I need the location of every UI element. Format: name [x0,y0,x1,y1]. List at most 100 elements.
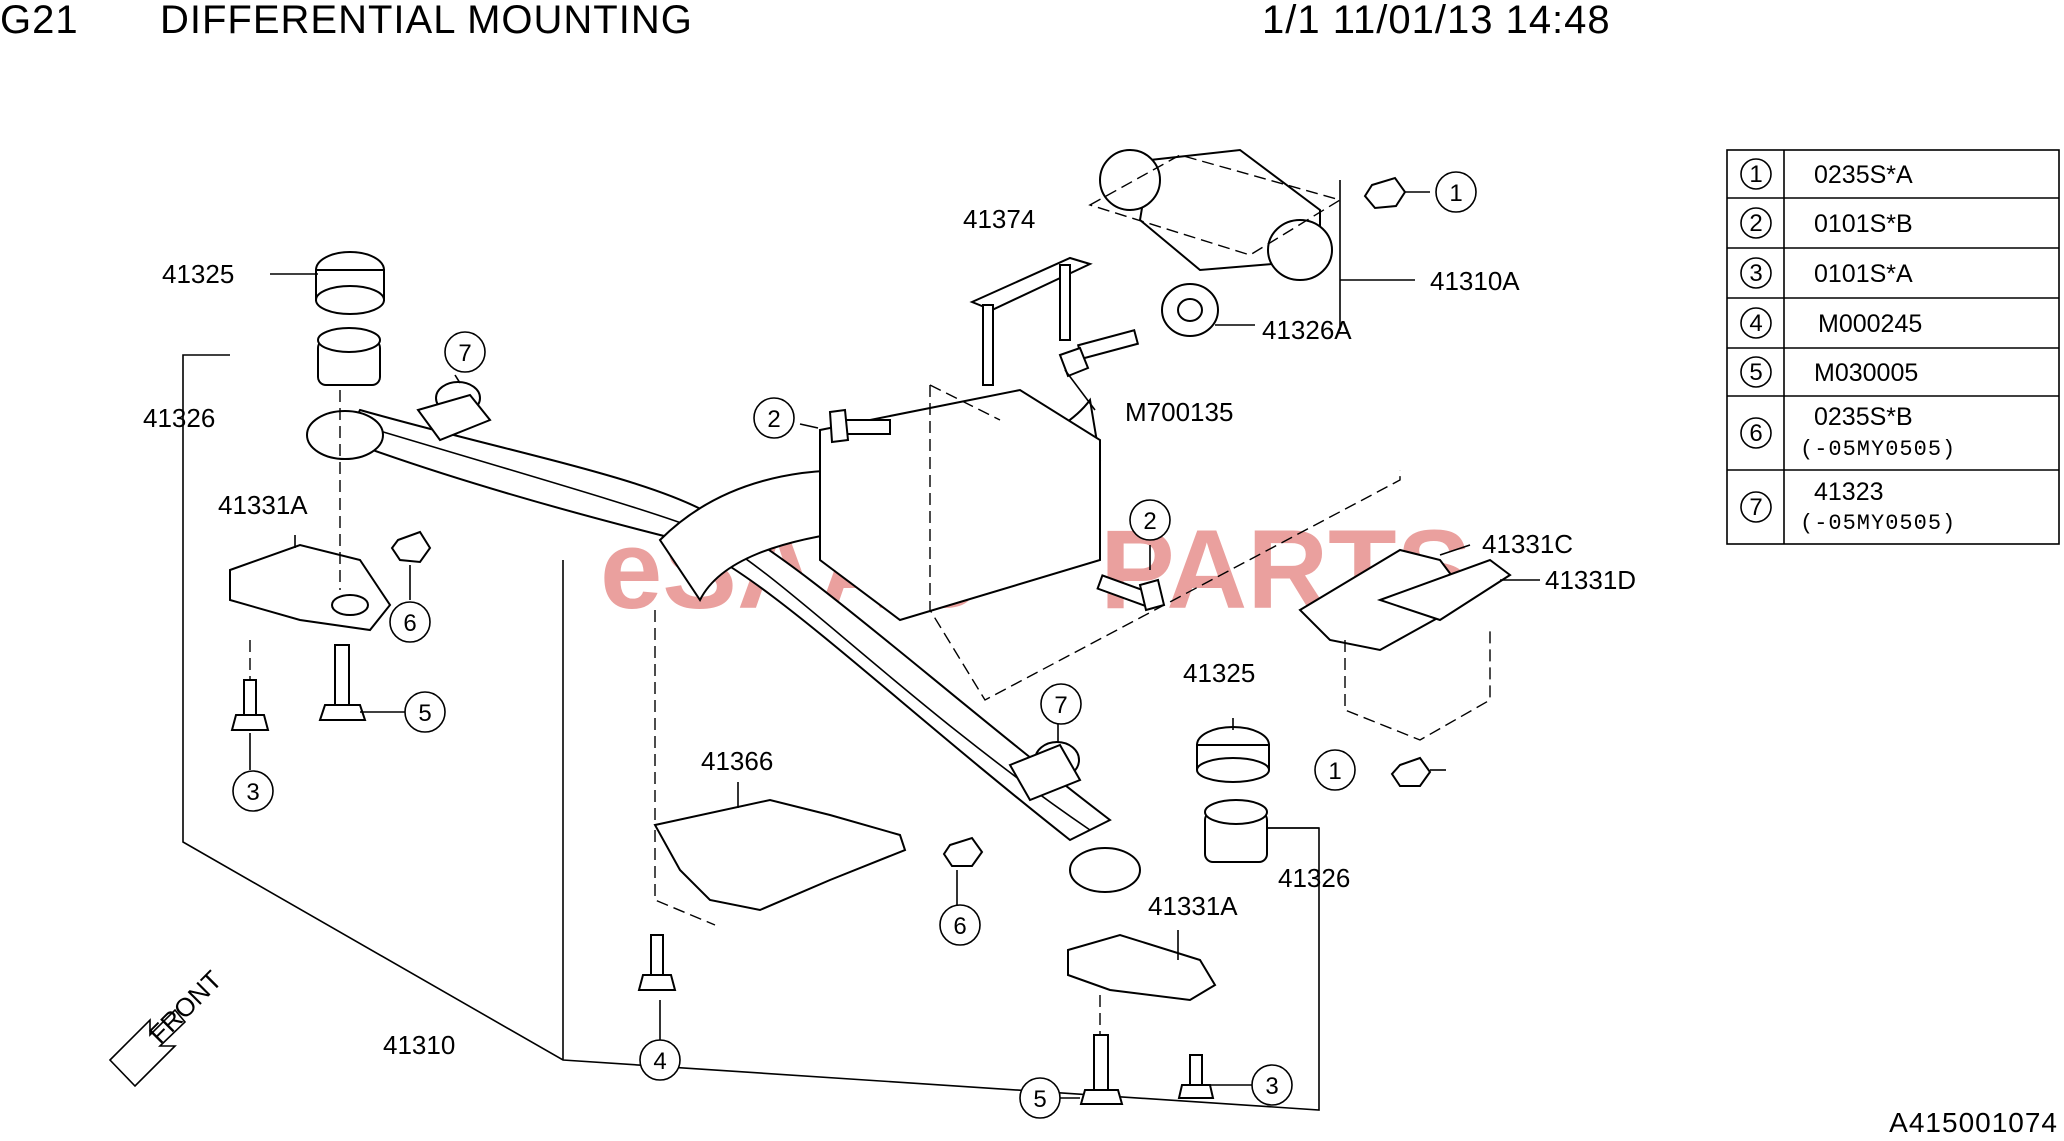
nut-1-right [1390,756,1432,787]
svg-text:M030005: M030005 [1814,359,1918,387]
svg-text:5: 5 [1033,1086,1046,1113]
label-41366: 41366 [701,746,773,776]
svg-text:0101S*A: 0101S*A [1814,260,1913,288]
svg-text:6: 6 [403,610,416,637]
svg-text:2: 2 [1749,210,1762,237]
callout-3-bottom: 3 [1251,1064,1293,1106]
svg-text:3: 3 [1749,260,1762,287]
label-41326-left: 41326 [143,403,215,433]
callout-2-top: 2 [753,397,795,439]
svg-text:7: 7 [458,340,471,367]
nut-6-left [390,530,432,564]
svg-text:1: 1 [1449,180,1462,207]
callouts: 1 2 2 7 6 5 3 7 1 6 4 5 3 [232,171,1477,1119]
label-41310A: 41310A [1430,266,1520,296]
bracket-41310A [1088,148,1342,281]
label-41326A: 41326A [1262,315,1352,345]
damper-41323-left [416,381,492,442]
svg-text:1: 1 [1749,161,1762,188]
callout-1-right: 1 [1314,749,1356,791]
svg-text:0235S*A: 0235S*A [1814,161,1913,189]
legend-row-3: 3 0101S*A [1740,257,1913,289]
svg-text:2: 2 [767,406,780,433]
legend-row-6: 6 0235S*B (-05MY0505) [1740,403,1956,462]
callout-3-left: 3 [232,770,274,812]
plate-41331A-left [229,390,392,680]
svg-text:(-05MY0505): (-05MY0505) [1800,511,1956,536]
legend-row-1: 1 0235S*A [1740,158,1913,190]
bushing-41325-left [315,251,385,315]
part-labels: 41325 41326 41331A 41374 41310A 41326A M… [143,204,1636,1060]
callout-2-mid: 2 [1129,499,1171,541]
legend-row-2: 2 0101S*B [1740,207,1913,239]
svg-text:1: 1 [1328,758,1341,785]
callout-5-left: 5 [404,691,446,733]
label-41310: 41310 [383,1030,455,1060]
heatshield-41366 [653,610,907,926]
callout-6-left: 6 [389,601,431,643]
front-arrow: FRONT [108,965,228,1088]
diagram-code: G21 [0,0,79,42]
bushing-41326A [1161,283,1219,337]
svg-text:M000245: M000245 [1818,310,1922,338]
label-41326-right: 41326 [1278,863,1350,893]
nut-6-center [942,836,984,867]
diagram-title: DIFFERENTIAL MOUNTING [160,0,693,42]
diagram-id: A415001074 [1889,1107,2058,1138]
bushing-41326-left [317,327,381,386]
svg-text:(-05MY0505): (-05MY0505) [1800,437,1956,462]
front-label: FRONT [143,965,228,1050]
svg-text:6: 6 [953,913,966,940]
svg-text:3: 3 [246,779,259,806]
bolt-4 [637,934,677,991]
diff-outline [929,384,1401,701]
svg-text:0101S*B: 0101S*B [1814,210,1913,238]
page-and-date: 1/1 11/01/13 14:48 [1262,0,1611,42]
callout-4-bottom: 4 [639,1039,681,1081]
legend-row-4: 4 M000245 [1740,307,1922,339]
label-M700135: M700135 [1125,397,1233,427]
svg-text:41323: 41323 [1814,478,1884,506]
label-41331D: 41331D [1545,565,1636,595]
svg-text:0235S*B: 0235S*B [1814,403,1913,431]
label-41325-top: 41325 [162,259,234,289]
bolt-M700135 [1058,329,1140,378]
svg-text:7: 7 [1054,692,1067,719]
legend-table: 1 0235S*A 2 0101S*B 3 0101S*A 4 M000245 … [1726,149,2060,545]
damper-41323-center [1008,741,1082,802]
label-41331C: 41331C [1482,529,1573,559]
svg-text:5: 5 [1749,359,1762,386]
brackets-41331C-41331D [1298,548,1512,741]
bolt-right-5 [1079,1034,1124,1105]
leader-lines [249,180,1540,1099]
svg-text:4: 4 [1749,310,1762,337]
legend-row-5: 5 M030005 [1740,356,1918,388]
callout-7-left: 7 [444,331,486,373]
plate-41331A-right [1067,933,1217,1040]
bushing-41326-right [1204,799,1268,863]
callout-1-top: 1 [1435,171,1477,213]
svg-text:7: 7 [1749,494,1762,521]
bolt-right-3 [1177,1054,1215,1099]
svg-text:2: 2 [1143,508,1156,535]
callout-7-center: 7 [1040,683,1082,725]
callout-6-center: 6 [939,904,981,946]
bracket-41374 [969,256,1093,386]
bolt-left-5 [318,644,367,721]
svg-text:5: 5 [418,700,431,727]
label-41331A-right: 41331A [1148,891,1238,921]
svg-text:6: 6 [1749,420,1762,447]
svg-text:3: 3 [1265,1073,1278,1100]
bushing-41325-right [1196,726,1270,783]
legend-row-7: 7 41323 (-05MY0505) [1740,478,1956,536]
callout-5-bottom: 5 [1019,1077,1061,1119]
nut-1-top [1363,176,1407,210]
assembly-outline-41310 [182,354,1320,1111]
label-41331A-left: 41331A [218,490,308,520]
label-41374: 41374 [963,204,1035,234]
svg-text:4: 4 [653,1048,666,1075]
bolt-left-3 [230,679,270,731]
bolt-2-top [828,408,891,444]
label-41325-right: 41325 [1183,658,1255,688]
